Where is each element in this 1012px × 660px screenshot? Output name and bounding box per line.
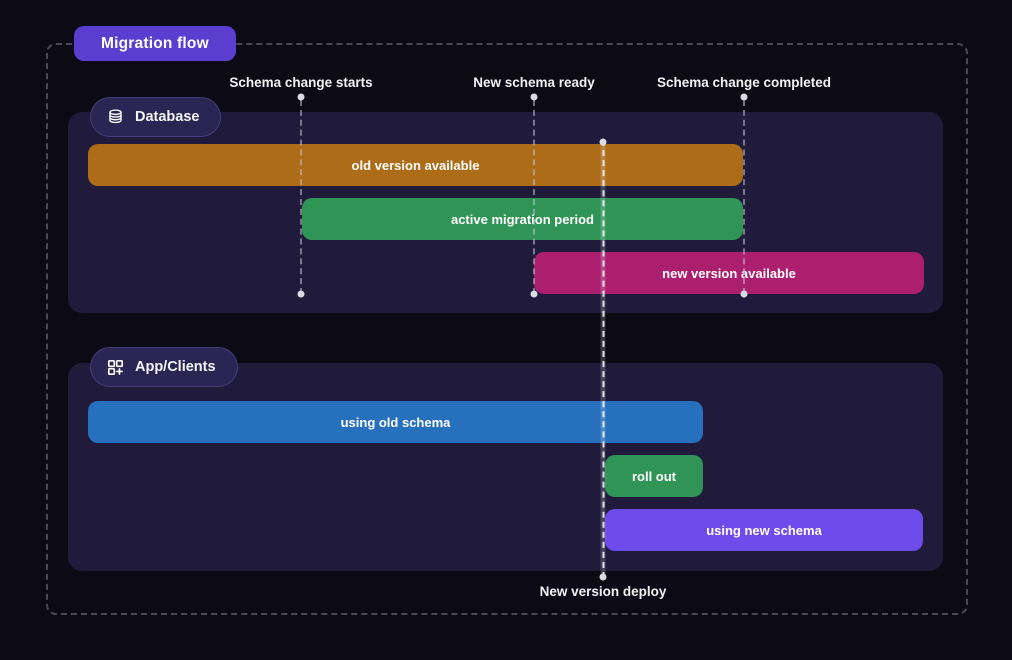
timeline-bar: roll out [605, 455, 703, 497]
title-badge: Migration flow [74, 26, 236, 61]
deploy-marker-label: New version deploy [539, 584, 667, 599]
timeline-bar: new version available [534, 252, 924, 294]
milestone-dot-bottom [740, 290, 748, 298]
timeline-bar: using new schema [605, 509, 923, 551]
milestone-dashed-line [743, 100, 745, 294]
section-badge-label: App/Clients [135, 359, 216, 375]
section-badge: Database [90, 97, 222, 137]
deploy-marker-dash [602, 140, 604, 578]
milestone-label: New schema ready [473, 75, 595, 90]
milestone-label: Schema change starts [229, 75, 373, 90]
milestone-dot-bottom [530, 290, 538, 298]
apps-add-icon [106, 358, 125, 377]
database-icon [106, 108, 125, 127]
timeline-bar: using old schema [88, 401, 703, 443]
milestone-dashed-line [300, 100, 302, 294]
diagram-dashed-frame [46, 43, 968, 615]
milestone-dot-bottom [297, 290, 305, 298]
timeline-bar: active migration period [302, 198, 743, 240]
deploy-marker-line [600, 140, 606, 578]
deploy-dot-top [599, 138, 607, 146]
milestone-dashed-line [533, 100, 535, 294]
deploy-dot-bottom [599, 573, 607, 581]
milestone-label: Schema change completed [656, 75, 832, 90]
milestone-dot-top [740, 93, 748, 101]
section-badge: App/Clients [90, 347, 238, 387]
milestone-dot-top [530, 93, 538, 101]
section-badge-label: Database [135, 109, 200, 125]
timeline-bar: old version available [88, 144, 743, 186]
milestone-dot-top [297, 93, 305, 101]
